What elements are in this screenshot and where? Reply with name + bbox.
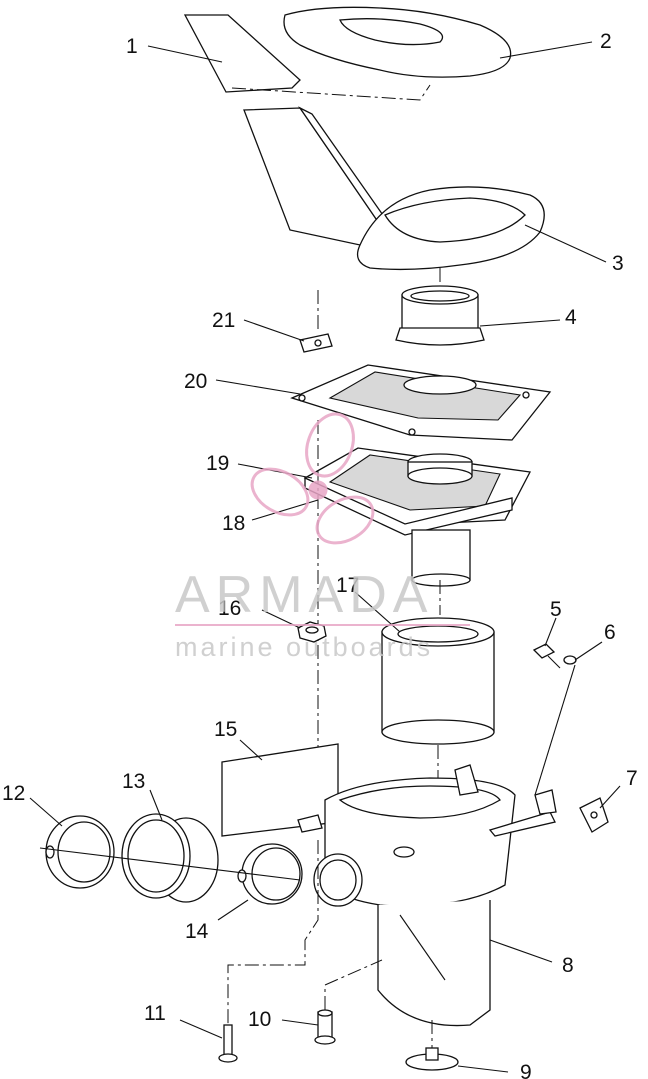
callout-1: 1 [126, 35, 138, 58]
part-2-foam-seal [283, 6, 512, 78]
part-14-clamp [237, 843, 303, 905]
propeller-logo [250, 412, 375, 545]
callout-9: 9 [520, 1061, 532, 1079]
callout-6: 6 [604, 621, 616, 644]
callout-4: 4 [565, 306, 577, 329]
callout-labels: 1 2 3 4 5 6 7 8 9 10 11 12 13 14 15 16 1… [2, 30, 638, 1079]
callout-18: 18 [222, 512, 245, 535]
part-6-washer [563, 655, 577, 665]
part-10-grommet [314, 1009, 336, 1045]
callout-11: 11 [144, 1002, 166, 1025]
callout-21: 21 [212, 309, 235, 332]
callout-17: 17 [336, 574, 359, 597]
guide-line-1-2 [231, 84, 431, 101]
part-18-lid-gasket [304, 476, 513, 587]
callout-19: 19 [206, 452, 229, 475]
callout-20: 20 [184, 370, 207, 393]
callout-10: 10 [248, 1008, 271, 1031]
part-13-sleeve [121, 813, 219, 903]
callout-14: 14 [185, 920, 209, 943]
callout-8: 8 [562, 954, 574, 977]
part-9-drain-valve [405, 1047, 459, 1071]
part-1-foam-flap [183, 14, 301, 93]
part-4-collar [395, 285, 485, 346]
part-3-intake-cover [243, 106, 545, 271]
part-21-clip [299, 333, 333, 353]
watermark-title: ARMADA [175, 566, 433, 624]
callout-3: 3 [612, 252, 624, 275]
part-16-nut [297, 621, 327, 643]
airbox-outlet-tube [313, 853, 363, 907]
callout-15: 15 [214, 718, 237, 741]
leader-lines [29, 41, 621, 1073]
callout-13: 13 [122, 770, 145, 793]
intake-axis [39, 847, 301, 881]
watermark: ARMADA marine outboards [175, 412, 470, 662]
part-20-gasket-plate [290, 364, 552, 441]
part-12-clamp [45, 815, 115, 889]
centerline-to-10 [324, 959, 383, 1010]
callout-5: 5 [550, 598, 562, 621]
callout-12: 12 [2, 782, 25, 805]
callout-2: 2 [600, 30, 612, 53]
part-5-screw [532, 643, 561, 669]
part-11-bolt [218, 1024, 238, 1063]
callout-7: 7 [626, 767, 638, 790]
callout-16: 16 [218, 597, 241, 620]
watermark-subtitle: marine outboards [175, 632, 433, 662]
part-8-airbox [297, 764, 557, 1027]
part-19-lid [303, 447, 532, 526]
